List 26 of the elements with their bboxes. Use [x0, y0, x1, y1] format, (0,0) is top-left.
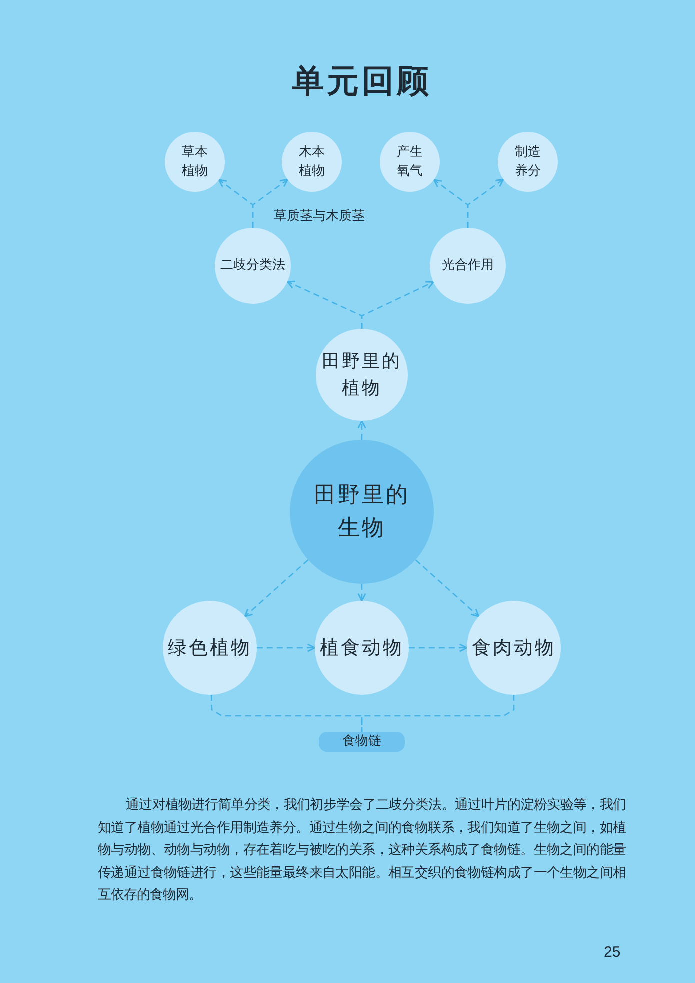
concept-circle: 草本植物: [165, 132, 225, 192]
arrow: [467, 178, 504, 228]
concept-circle: 制造养分: [498, 132, 558, 192]
concept-circle: 绿色植物: [163, 601, 257, 695]
concept-circle: 田野里的生物: [290, 440, 434, 584]
arrow: [409, 644, 468, 652]
arrow: [244, 560, 309, 618]
connector-line: [361, 695, 515, 732]
arrow: [361, 281, 434, 330]
concept-circle: 植食动物: [315, 601, 409, 695]
concept-circle: 二歧分类法: [215, 228, 291, 304]
concept-circle: 田野里的植物: [316, 329, 408, 421]
concept-circle: 产生氧气: [380, 132, 440, 192]
arrow: [257, 644, 316, 652]
label-pill: 食物链: [319, 732, 405, 752]
summary-paragraph: 通过对植物进行简单分类，我们初步学会了二歧分类法。通过叶片的淀粉实验等，我们知道了植物通过光合作用制造养分。通过生物之间的食物联系，我们知道了生物之间，如植物与动物、动物与动物，存在着吃与被吃的关系，这种关系构成了食物链。生物之间的能量传递通过食物链进行，这些能量最终来自太阳能。相互交织的食物链构成了一个生物之间相互依存的食物网。: [98, 796, 626, 905]
arrow: [358, 420, 366, 440]
page-number: 25: [604, 944, 621, 961]
arrow: [252, 178, 289, 228]
title: 单元回顾: [291, 61, 433, 102]
concept-circle: 木本植物: [282, 132, 342, 192]
concept-circle: 光合作用: [430, 228, 506, 304]
branch-label: 草质茎与木质茎: [274, 208, 365, 225]
arrow: [358, 584, 366, 602]
concept-circle: 食肉动物: [467, 601, 561, 695]
arrow: [415, 560, 480, 618]
